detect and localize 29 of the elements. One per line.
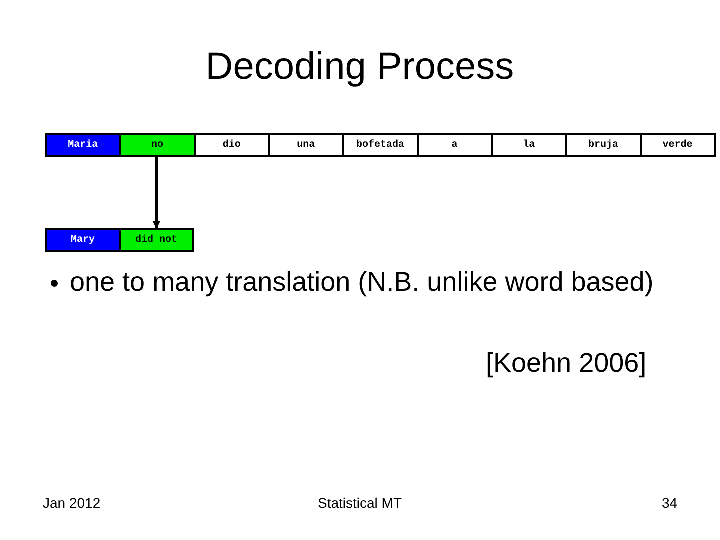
citation: [Koehn 2006]	[486, 348, 647, 379]
word-text: bruja	[588, 140, 618, 150]
page-number: 34	[662, 495, 678, 511]
arrow	[152, 157, 161, 229]
word-text: la	[523, 140, 536, 150]
word-text: dio	[222, 140, 241, 150]
word-cell	[640, 133, 716, 157]
word-cell	[119, 228, 194, 252]
word-cell	[45, 228, 121, 252]
word-cell	[490, 133, 568, 157]
bullet-text: one to many translation (N.B. unlike word based)	[70, 266, 655, 299]
word-text: verde	[662, 140, 693, 150]
word-cell	[416, 133, 493, 157]
word-text: Mary	[70, 234, 95, 246]
word-cell	[268, 133, 344, 157]
word-cell	[45, 133, 122, 157]
word-cell	[565, 133, 642, 157]
word-cell	[194, 133, 270, 157]
word-text: una	[297, 140, 316, 150]
word-cell	[342, 133, 419, 157]
footer-title: Statistical MT	[318, 495, 402, 511]
word-text: bofetada	[356, 140, 404, 150]
slide-title: Decoding Process	[204, 46, 516, 89]
word-text: no	[151, 140, 164, 150]
word-text: Maria	[68, 140, 98, 150]
word-text: did not	[135, 234, 178, 246]
word-text: a	[452, 140, 458, 150]
footer-date: Jan 2012	[43, 495, 101, 511]
word-cell	[119, 133, 196, 157]
